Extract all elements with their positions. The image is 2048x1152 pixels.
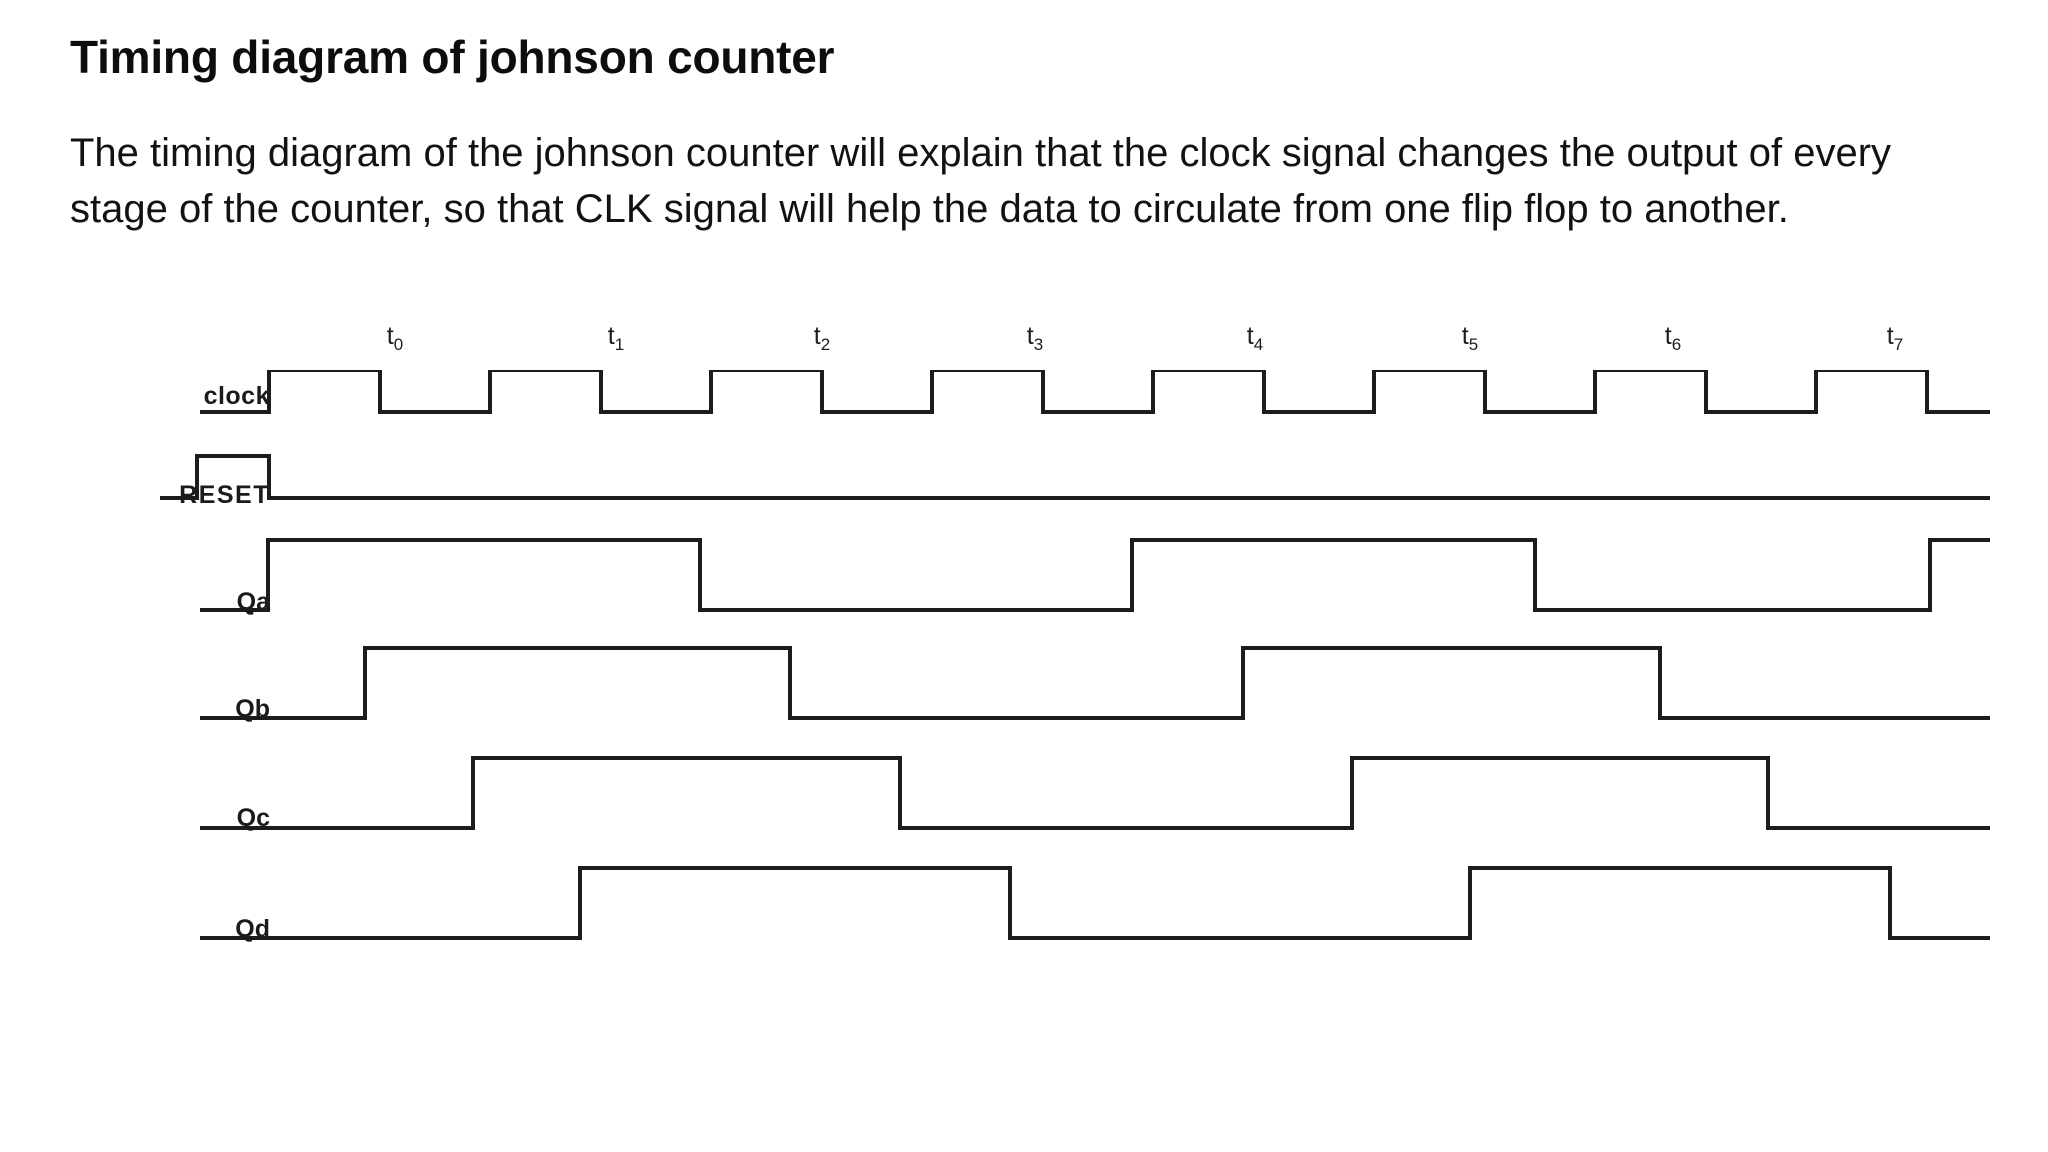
time-label-base: t [386,322,394,350]
time-label-sub: 7 [1893,335,1904,354]
time-label-base: t [1886,322,1894,350]
time-label-t4: t4 [1247,322,1263,355]
signal-label-qb: Qb [235,695,270,723]
time-label-t5: t5 [1462,322,1478,355]
time-label-base: t [1246,322,1254,350]
time-label-t1: t1 [608,322,624,355]
time-label-base: t [1664,322,1672,350]
signal-label-qd: Qd [235,915,270,943]
time-label-t7: t7 [1887,322,1903,355]
time-label-base: t [813,322,821,350]
time-label-sub: 6 [1671,335,1682,354]
time-label-sub: 3 [1033,335,1044,354]
waveform-clock [200,370,1990,414]
waveform-qc [200,756,1990,830]
time-label-t6: t6 [1665,322,1681,355]
waveform-qb [200,646,1990,720]
page-title: Timing diagram of johnson counter [70,31,835,83]
signal-label-reset: RESET [179,481,270,509]
time-label-t0: t0 [387,322,403,355]
waveform-qa [200,538,1990,612]
waveform-qd [200,866,1990,940]
time-label-sub: 1 [614,335,625,354]
waveform-reset [160,454,1990,500]
time-label-sub: 5 [1468,335,1479,354]
signal-label-clock: clock [203,382,270,410]
time-label-sub: 4 [1253,335,1264,354]
waveform-canvas [160,370,1990,940]
signal-label-qc: Qc [236,804,270,832]
time-label-t2: t2 [814,322,830,355]
timing-diagram-figure: t0 t1 t2 t3 t4 t5 t6 t7 clock RESET Qa Q… [70,322,1990,1130]
time-label-base: t [1026,322,1034,350]
time-label-t3: t3 [1027,322,1043,355]
signal-label-qa: Qa [236,588,270,616]
body-paragraph: The timing diagram of the johnson counte… [70,131,1892,231]
time-label-sub: 0 [393,335,404,354]
time-label-sub: 2 [820,335,831,354]
time-label-base: t [607,322,615,350]
time-label-base: t [1461,322,1469,350]
